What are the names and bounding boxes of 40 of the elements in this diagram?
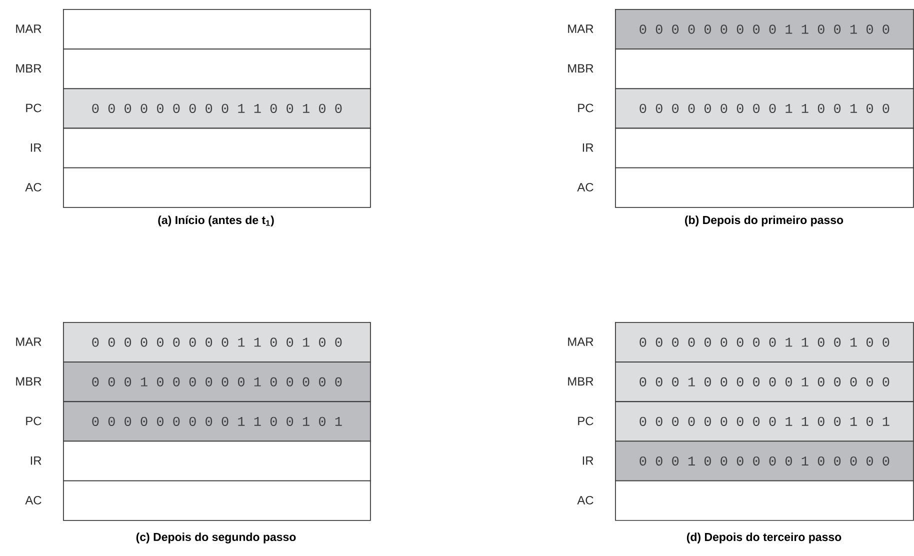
register-label: AC	[577, 496, 594, 504]
register-label: PC	[578, 104, 594, 112]
register-label: IR	[582, 456, 594, 465]
empty-register-cell	[615, 48, 914, 90]
register-label: PC	[26, 104, 42, 112]
register-label: MBR	[16, 64, 42, 73]
empty-register-cell	[63, 480, 371, 521]
register-cell: 0 0 0 0 0 0 0 0 0 1 1 0 0 1 0 0	[615, 322, 914, 362]
register-label: IR	[582, 143, 594, 152]
register-label: MAR	[16, 24, 42, 33]
register-cell: 0 0 0 0 0 0 0 0 0 1 1 0 0 1 0 0	[615, 88, 914, 129]
empty-register-cell	[63, 9, 371, 50]
register-label: MAR	[568, 338, 594, 346]
register-cell: 0 0 0 1 0 0 0 0 0 0 1 0 0 0 0 0	[615, 362, 914, 402]
register-label: MAR	[16, 338, 42, 346]
register-label: AC	[577, 182, 594, 192]
empty-register-cell	[63, 48, 371, 90]
register-cell: 0 0 0 0 0 0 0 0 0 1 1 0 0 1 0 1	[63, 401, 371, 442]
empty-register-cell	[615, 480, 914, 521]
empty-register-cell	[615, 128, 914, 168]
register-label: AC	[25, 182, 42, 192]
register-label: MAR	[568, 24, 594, 33]
empty-register-cell	[615, 167, 914, 208]
empty-register-cell	[63, 440, 371, 482]
register-label: PC	[578, 416, 594, 426]
register-cell: 0 0 0 0 0 0 0 0 0 1 1 0 0 1 0 0	[63, 88, 371, 129]
register-cell: 0 0 0 0 0 0 0 0 0 1 1 0 0 1 0 0	[615, 9, 914, 50]
register-label: IR	[30, 143, 42, 152]
register-label: MBR	[568, 377, 594, 386]
empty-register-cell	[63, 128, 371, 168]
register-cell: 0 0 0 0 0 0 0 0 0 1 1 0 0 1 0 0	[63, 322, 371, 362]
register-cell: 0 0 0 0 0 0 0 0 0 1 1 0 0 1 0 1	[615, 401, 914, 442]
register-label: AC	[25, 496, 42, 504]
register-label: IR	[30, 456, 42, 465]
register-cell: 0 0 0 1 0 0 0 0 0 0 1 0 0 0 0 0	[63, 362, 371, 402]
register-cell: 0 0 0 1 0 0 0 0 0 0 1 0 0 0 0 0	[615, 440, 914, 482]
register-label: MBR	[568, 64, 594, 73]
register-label: MBR	[16, 377, 42, 386]
empty-register-cell	[63, 167, 371, 208]
register-label: PC	[26, 416, 42, 426]
